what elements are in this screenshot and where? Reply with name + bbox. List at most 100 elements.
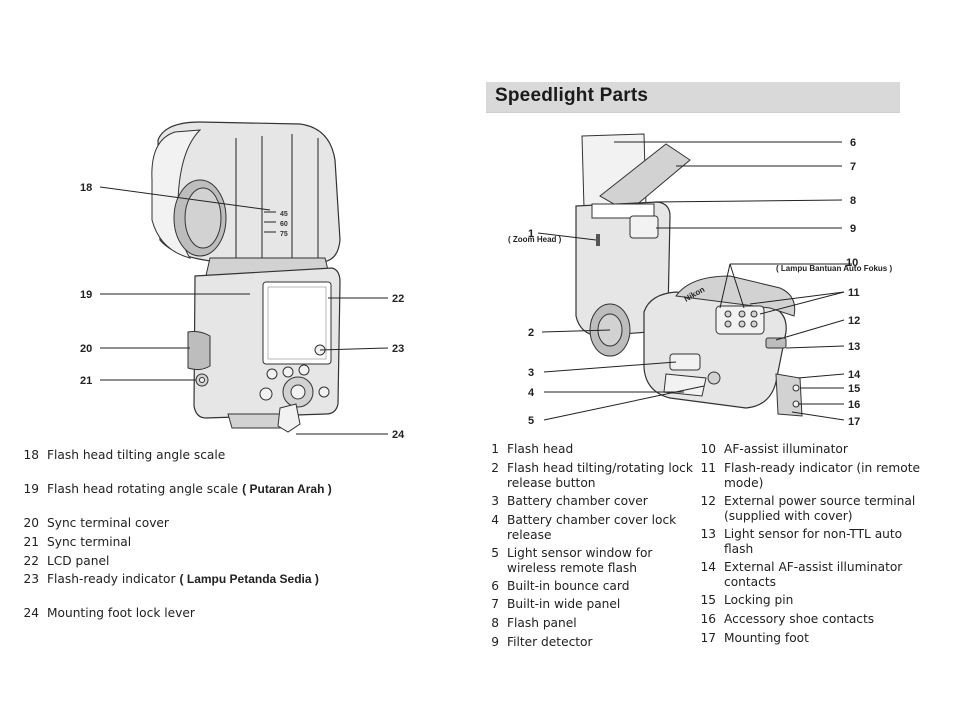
legend-item: 23 Flash-ready indicator ( Lampu Petanda… [18,572,319,587]
legend-text: Flash-ready indicator (in remote mode) [724,461,920,490]
legend-number: 9 [491,635,499,649]
callout-6: 6 [850,137,856,149]
legend-item: 19 Flash head rotating angle scale ( Put… [18,482,332,497]
section-title-bar: Speedlight Parts [486,82,900,112]
rear-view-diagram: 45 60 75 18 19 20 21 22 23 24 [80,121,405,441]
legend-item: 11 Flash-ready indicator (in remote mode… [695,461,920,491]
callout-1-note: ( Zoom Head ) [508,235,562,244]
callout-11: 11 [848,287,860,299]
legend-item: 13 Light sensor for non-TTL auto flash [695,527,902,557]
light-sensor-window [707,371,721,385]
legend-text: Locking pin [724,593,794,607]
legend-text: Sync terminal cover [47,516,169,530]
legend-number: 2 [491,461,499,475]
function-button-2 [282,366,294,378]
legend-item: 20 Sync terminal cover [18,516,169,531]
legend-item: 22 LCD panel [18,554,109,569]
legend-number: 18 [23,448,39,462]
legend-item: 12 External power source terminal (suppl… [695,494,915,524]
legend-text: AF-assist illuminator [724,442,848,456]
callout-24: 24 [392,429,405,441]
legend-number: 5 [491,546,499,560]
title-rule [486,112,900,113]
legend-right: 10 AF-assist illuminator 11 Flash-ready … [695,0,955,720]
mounting-foot-rear [227,403,301,433]
filter-detector [629,215,659,239]
legend-item: 5 Light sensor window for wireless remot… [478,546,652,576]
legend-text: Flash-ready indicator [47,572,176,586]
callout-18: 18 [80,182,92,194]
function-button-3 [298,364,310,376]
legend-text: Flash panel [507,616,577,630]
callout-10: 10 [846,257,858,269]
legend-number: 10 [700,442,716,456]
mode-button [259,387,273,401]
function-button-1 [266,368,278,380]
legend-item: 6 Built-in bounce card [478,579,629,594]
legend-item: 16 Accessory shoe contacts [695,612,874,627]
legend-number: 15 [700,593,716,607]
legend-mid: 1 Flash head 2 Flash head tilting/rotati… [478,0,698,720]
legend-text: Flash head tilting/rotating lock release… [507,461,693,490]
legend-note: ( Putaran Arah ) [242,482,332,496]
callout-1: 1 [528,228,534,240]
legend-item: 18 Flash head tilting angle scale [18,448,225,463]
external-power-terminal [765,337,787,349]
callout-13: 13 [848,341,860,353]
callout-15: 15 [848,383,860,395]
callout-9: 9 [850,223,856,235]
callout-3: 3 [528,367,534,379]
legend-item: 1 Flash head [478,442,573,457]
legend-number: 12 [700,494,716,508]
legend-number: 8 [491,616,499,630]
legend-number: 7 [491,597,499,611]
legend-text: Mounting foot [724,631,809,645]
callout-10-note: ( Lampu Bantuan Auto Fokus ) [776,264,892,273]
flash-head-front [575,201,671,357]
callout-16: 16 [848,399,860,411]
legend-item: 21 Sync terminal [18,535,131,550]
callout-19: 19 [80,289,92,301]
legend-note: ( Lampu Petanda Sedia ) [179,572,319,586]
ok-button [318,386,330,398]
legend-number: 21 [23,535,39,549]
legend-item: 17 Mounting foot [695,631,809,646]
callout-2: 2 [528,327,534,339]
legend-left: 18 Flash head tilting angle scale 19 Fla… [18,0,458,720]
callout-20: 20 [80,343,92,355]
callout-23: 23 [392,343,404,355]
sync-terminal-cover [187,331,211,371]
legend-text: Light sensor for non-TTL auto flash [724,527,903,556]
legend-number: 19 [23,482,39,496]
legend-item: 3 Battery chamber cover [478,494,648,509]
battery-chamber-cover [663,373,707,397]
mounting-foot-front [775,373,803,417]
legend-item: 2 Flash head tilting/rotating lock relea… [478,461,693,491]
legend-item: 4 Battery chamber cover lock release [478,513,676,543]
legend-number: 6 [491,579,499,593]
legend-text: Flash head rotating angle scale [47,482,239,496]
legend-text: Built-in wide panel [507,597,621,611]
flash-body-rear [187,267,341,419]
legend-number: 14 [700,560,716,574]
legend-text: Sync terminal [47,535,132,549]
legend-number: 3 [491,494,499,508]
callout-7: 7 [850,161,856,173]
callout-21: 21 [80,375,92,387]
legend-item: 24 Mounting foot lock lever [18,606,194,621]
foot-lock-lever [277,403,301,433]
legend-text: Flash head tilting angle scale [47,448,226,462]
lcd-panel [262,281,332,365]
legend-text: External power source terminal (supplied… [724,494,916,523]
legend-text: Battery chamber cover [507,494,648,508]
tilt-mark-45: 45 [280,211,288,218]
legend-item: 15 Locking pin [695,593,793,608]
legend-text: Accessory shoe contacts [724,612,875,626]
legend-item: 14 External AF-assist illuminator contac… [695,560,902,590]
flash-panel [591,203,655,219]
legend-number: 1 [491,442,499,456]
tilt-mark-75: 75 [280,231,288,238]
legend-number: 22 [23,554,39,568]
legend-item: 10 AF-assist illuminator [695,442,848,457]
legend-number: 24 [23,606,39,620]
